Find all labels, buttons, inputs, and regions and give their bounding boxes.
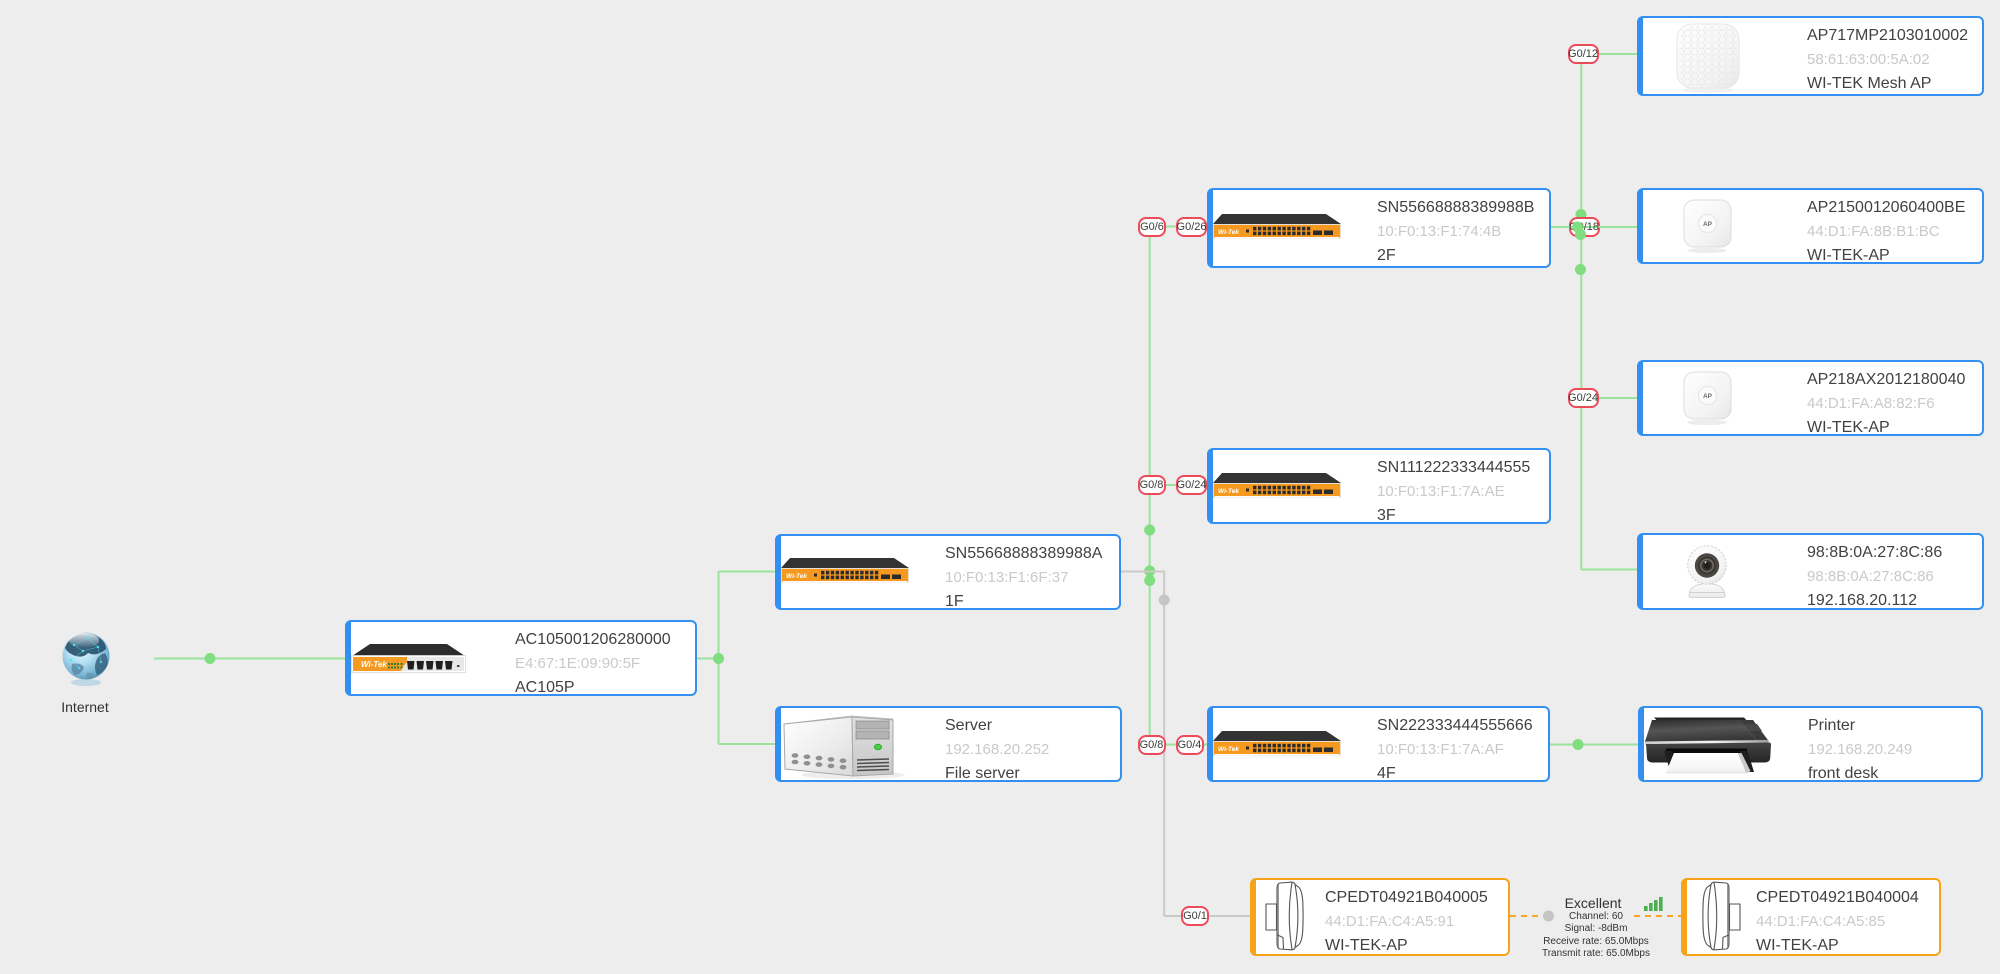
svg-text:AP: AP [1703,221,1713,228]
svg-text:Wi-Tek: Wi-Tek [361,660,387,669]
svg-text:AP: AP [1703,393,1713,400]
